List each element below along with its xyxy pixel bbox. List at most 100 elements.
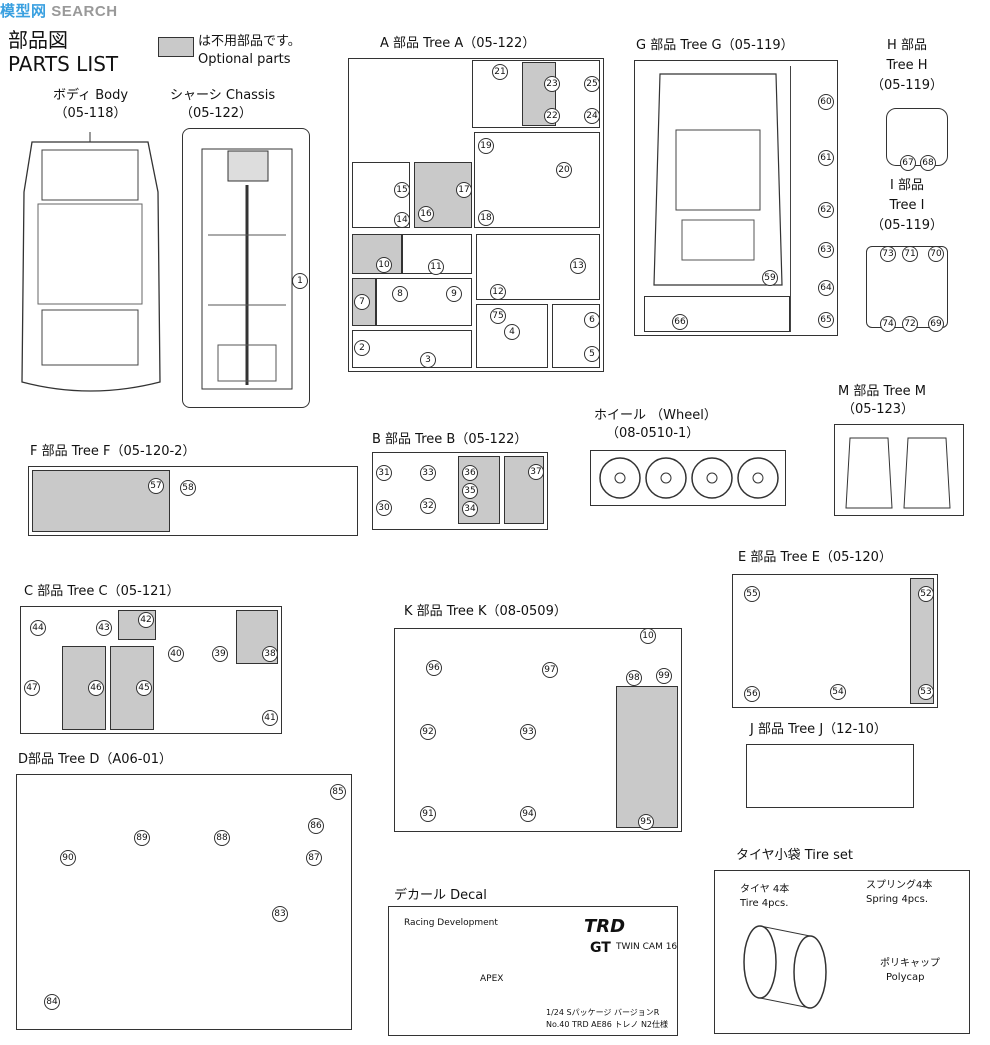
part-number: 10 [640, 628, 656, 644]
part-number: 46 [88, 680, 104, 696]
part-number: 88 [214, 830, 230, 846]
part-number: 18 [478, 210, 494, 226]
part-number: 42 [138, 612, 154, 628]
tree-m-label: M 部品 Tree M [838, 384, 926, 399]
decal-gt: GT [590, 940, 611, 956]
part-number: 40 [168, 646, 184, 662]
part-number: 62 [818, 202, 834, 218]
tree-i-label: Tree I [889, 198, 925, 213]
part-number: 32 [420, 498, 436, 514]
decal-racing-development: Racing Development [404, 918, 498, 928]
tree-m-seats-drawing [845, 437, 951, 509]
part-number: 64 [818, 280, 834, 296]
part-number: 66 [672, 314, 688, 330]
part-number: 61 [818, 150, 834, 166]
tree-a-cell [376, 278, 472, 326]
tree-e-label: E 部品 Tree E（05-120） [738, 550, 892, 565]
part-number: 5 [584, 346, 600, 362]
chassis-code: （05-122） [180, 106, 253, 121]
part-number: 15 [394, 182, 410, 198]
part-number: 31 [376, 465, 392, 481]
part-number: 63 [818, 242, 834, 258]
legend-text-en: Optional parts [198, 52, 291, 67]
part-number: 23 [544, 76, 560, 92]
part-number: 41 [262, 710, 278, 726]
tree-a-cell [474, 132, 600, 228]
decal-footer-1: 1/24 Sパッケージ バージョンR [546, 1008, 660, 1017]
tree-c-label: C 部品 Tree C（05-121） [24, 584, 180, 599]
part-number: 16 [418, 206, 434, 222]
part-number: 20 [556, 162, 572, 178]
tire-label-en: Tire 4pcs. [740, 898, 789, 909]
part-number: 96 [426, 660, 442, 676]
spring-label-en: Spring 4pcs. [866, 894, 929, 905]
part-number: 57 [148, 478, 164, 494]
tree-k-cell-optional [616, 686, 678, 828]
part-number: 24 [584, 108, 600, 124]
tree-a-cell [352, 330, 472, 368]
part-number: 44 [30, 620, 46, 636]
part-number: 71 [902, 246, 918, 262]
part-number: 10 [376, 257, 392, 273]
tree-a-label: A 部品 Tree A（05-122） [380, 36, 536, 51]
tree-h-label: Tree H [886, 58, 928, 73]
part-number: 53 [918, 684, 934, 700]
part-number: 35 [462, 483, 478, 499]
tree-g-label: G 部品 Tree G（05-119） [636, 38, 794, 53]
part-number: 59 [762, 270, 778, 286]
part-number: 93 [520, 724, 536, 740]
part-number: 95 [638, 814, 654, 830]
tree-j-frame [746, 744, 914, 808]
legend-text-ja: は不用部品です。 [198, 34, 301, 49]
part-number: 87 [306, 850, 322, 866]
spring-label-ja: スプリング4本 [866, 880, 933, 891]
decal-apex: APEX [480, 974, 504, 984]
tire-set-label: タイヤ小袋 Tire set [736, 848, 853, 863]
part-number: 84 [44, 994, 60, 1010]
part-number: 19 [478, 138, 494, 154]
decal-label: デカール Decal [394, 888, 487, 903]
chassis-drawing [201, 148, 293, 390]
polycap-label-ja: ポリキャップ [880, 958, 940, 969]
part-number: 85 [330, 784, 346, 800]
part-number: 98 [626, 670, 642, 686]
part-number: 22 [544, 108, 560, 124]
part-number: 83 [272, 906, 288, 922]
polycap-label-en: Polycap [886, 972, 925, 983]
decal-sheet [388, 906, 678, 1036]
part-number: 37 [528, 464, 544, 480]
wheel-drawing [599, 457, 779, 499]
part-number: 36 [462, 465, 478, 481]
part-number: 47 [24, 680, 40, 696]
chassis-label: シャーシ Chassis [170, 88, 276, 103]
part-number: 14 [394, 212, 410, 228]
part-number: 67 [900, 155, 916, 171]
part-number: 69 [928, 316, 944, 332]
part-number: 68 [920, 155, 936, 171]
tree-b-label: B 部品 Tree B（05-122） [372, 432, 528, 447]
part-number: 3 [420, 352, 436, 368]
decal-footer-2: No.40 TRD AE86 トレノ N2仕様 [546, 1020, 669, 1029]
title-japanese: 部品図 [8, 28, 68, 52]
part-number: 56 [744, 686, 760, 702]
part-number: 92 [420, 724, 436, 740]
wheel-code: （08-0510-1） [606, 426, 700, 441]
part-number: 54 [830, 684, 846, 700]
part-number: 8 [392, 286, 408, 302]
part-number: 4 [504, 324, 520, 340]
part-number: 2 [354, 340, 370, 356]
tree-d-label: D部品 Tree D（A06-01） [18, 752, 173, 767]
decal-twin-cam: TWIN CAM 16 [616, 942, 678, 952]
part-number: 75 [490, 308, 506, 324]
tree-i-code: （05-119） [870, 218, 944, 233]
watermark: 模型网 SEARCH [0, 3, 118, 20]
wheel-label: ホイール （Wheel） [594, 408, 717, 423]
part-number: 90 [60, 850, 76, 866]
part-number: 60 [818, 94, 834, 110]
part-number: 45 [136, 680, 152, 696]
tree-f-cell-optional [32, 470, 170, 532]
tree-h-code: （05-119） [870, 78, 944, 93]
part-number: 38 [262, 646, 278, 662]
part-number: 39 [212, 646, 228, 662]
tree-g-frame [634, 60, 838, 336]
